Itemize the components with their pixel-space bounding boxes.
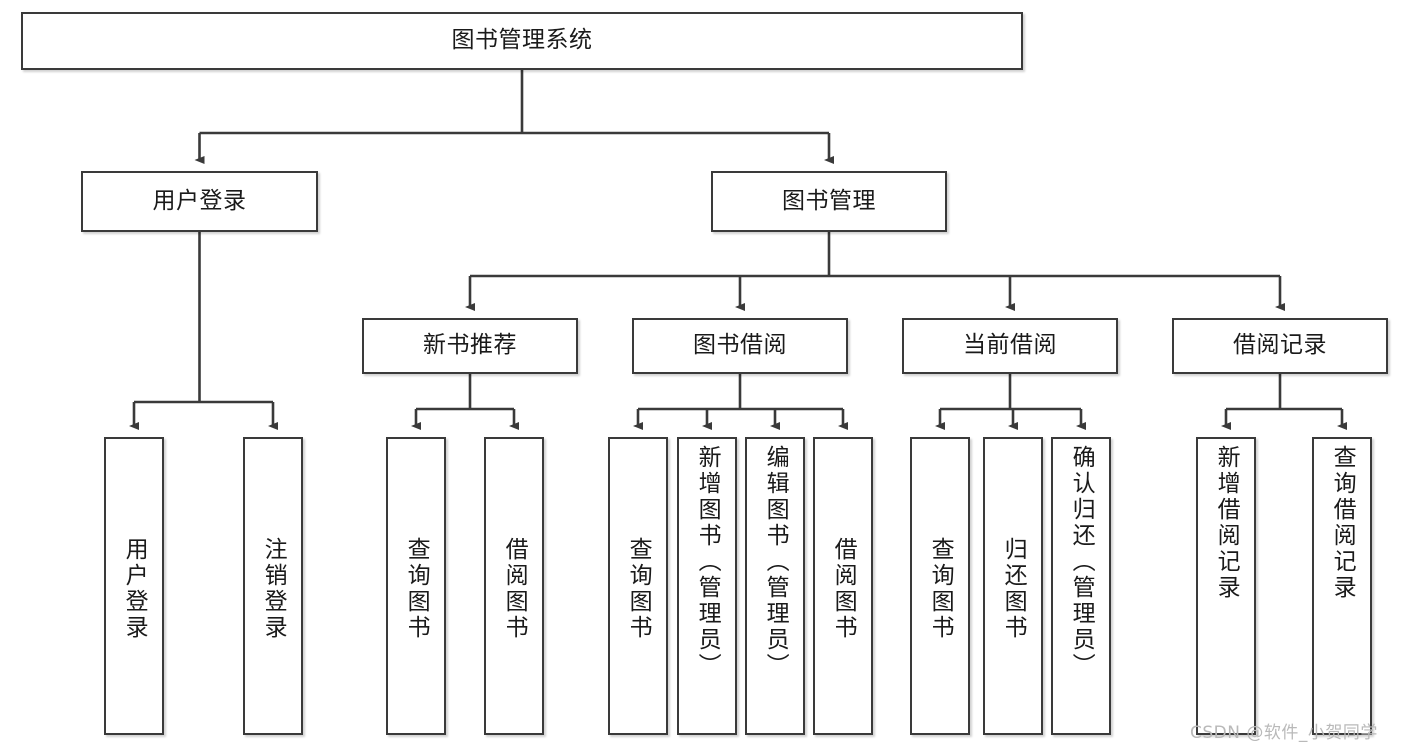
node-label: 归还图书 [1000,537,1027,641]
node-leaf-query-book-cb[interactable]: 查询图书 [910,437,970,735]
node-leaf-query-book-rec[interactable]: 查询图书 [386,437,446,735]
node-label: 借阅图书 [830,537,857,641]
node-label: 图书管理系统 [451,27,593,54]
node-leaf-user-login[interactable]: 用户登录 [104,437,164,735]
node-label: 借阅记录 [1233,332,1327,359]
node-label: 当前借阅 [963,332,1057,359]
node-leaf-add-book-bb[interactable]: 新增图书（管理员） [677,437,737,735]
node-label: 查询图书 [625,537,652,641]
node-label: 图书管理 [782,187,876,214]
watermark: CSDN @软件_小贺同学 [1190,723,1378,743]
node-leaf-edit-book-bb[interactable]: 编辑图书（管理员） [745,437,805,735]
node-current-borrow[interactable]: 当前借阅 [902,318,1118,374]
node-book-borrow[interactable]: 图书借阅 [632,318,848,374]
node-label: 图书借阅 [693,332,787,359]
node-leaf-borrow-book-bb[interactable]: 借阅图书 [813,437,873,735]
node-book-manage[interactable]: 图书管理 [711,171,947,232]
node-label: 确认归还（管理员） [1068,445,1095,679]
node-root[interactable]: 图书管理系统 [21,12,1023,70]
node-label: 新增借阅记录 [1213,445,1240,601]
node-leaf-user-logout[interactable]: 注销登录 [243,437,303,735]
node-leaf-query-record-br[interactable]: 查询借阅记录 [1312,437,1372,735]
node-label: 注销登录 [260,537,287,641]
node-leaf-add-record-br[interactable]: 新增借阅记录 [1196,437,1256,735]
node-leaf-borrow-book-rec[interactable]: 借阅图书 [484,437,544,735]
node-user-login[interactable]: 用户登录 [81,171,318,232]
node-label: 新增图书（管理员） [694,445,721,679]
node-label: 用户登录 [121,537,148,641]
node-leaf-query-book-bb[interactable]: 查询图书 [608,437,668,735]
node-leaf-return-book-cb[interactable]: 归还图书 [983,437,1043,735]
node-label: 新书推荐 [423,332,517,359]
node-leaf-confirm-return-cb[interactable]: 确认归还（管理员） [1051,437,1111,735]
node-label: 查询借阅记录 [1329,445,1356,601]
node-label: 编辑图书（管理员） [762,445,789,679]
node-label: 查询图书 [403,537,430,641]
node-label: 借阅图书 [501,537,528,641]
node-new-book-rec[interactable]: 新书推荐 [362,318,578,374]
node-label: 用户登录 [152,187,247,214]
node-label: 查询图书 [927,537,954,641]
node-borrow-record[interactable]: 借阅记录 [1172,318,1388,374]
